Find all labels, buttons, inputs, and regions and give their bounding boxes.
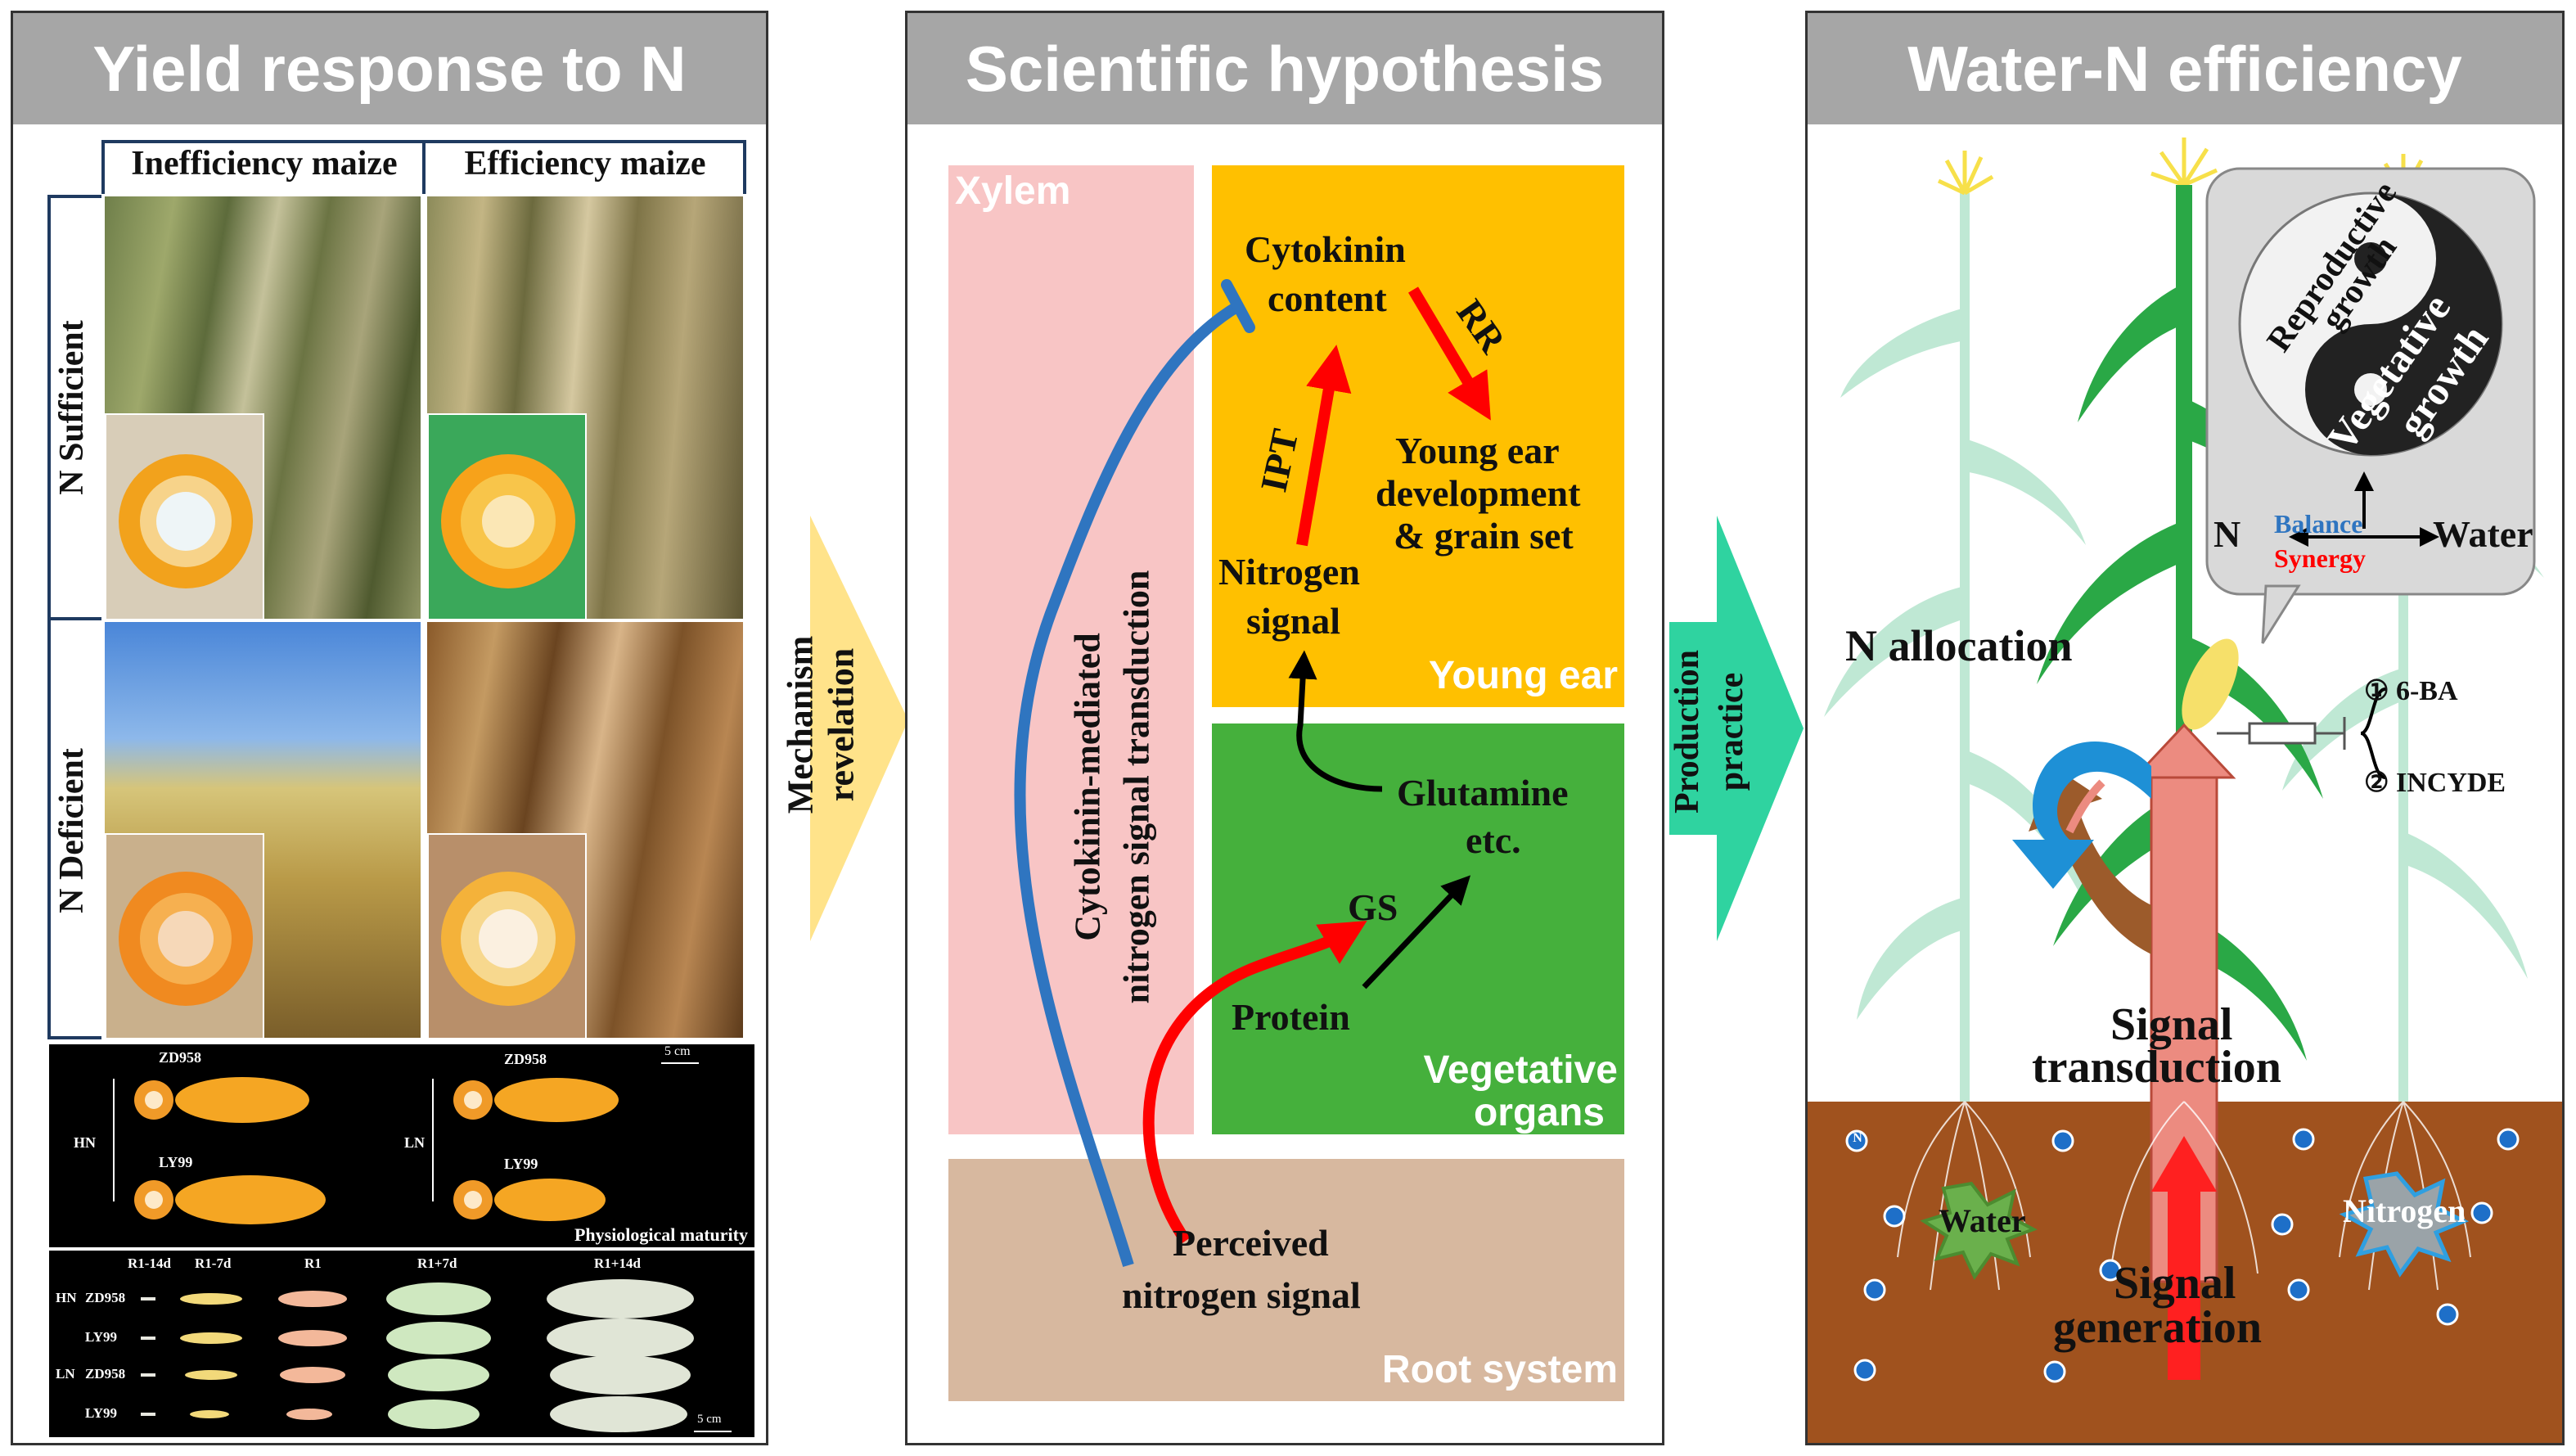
col-label-efficiency: Efficiency maize: [464, 145, 706, 183]
row-label-sufficient: N Sufficient: [53, 320, 91, 495]
nitrogen-signal-2: signal: [1246, 600, 1341, 642]
strip1-treatment-ln: LN: [404, 1134, 426, 1151]
n-label: N: [2213, 513, 2241, 555]
maize-plant-illustration: [1824, 137, 2544, 1383]
physiological-maturity-strip: ZD958 LY99 ZD958 LY99 HN LN 5 cm Physiol…: [49, 1044, 754, 1247]
production-arrow-shape: [1669, 516, 1804, 941]
developmental-stage-strip: R1-14d R1-7d R1 R1+7d R1+14d HN ZD958 LY…: [49, 1251, 754, 1437]
scientific-hypothesis-panel: Scientific hypothesis Xylem Young ear Ve…: [905, 11, 1664, 1445]
treatment-incyde: ② INCYDE: [2364, 768, 2506, 798]
ear-cross-section-3-graphic: [119, 872, 253, 1006]
ear-cross-section-4: [427, 833, 587, 1038]
n-token-icon: N: [1853, 1131, 1862, 1145]
row-bracket-deficient: [47, 620, 101, 1039]
balance-label: Balance: [2274, 509, 2363, 539]
ear-cross-section-4-graphic: [441, 872, 575, 1006]
stage-row-4-hybrid: LY99: [85, 1405, 118, 1421]
stage-label-2: R1-7d: [195, 1255, 232, 1271]
hypothesis-arrows: [1014, 279, 1491, 1268]
mechanism-revelation-arrow: [810, 516, 908, 941]
photo-inefficient-sufficient: [103, 195, 422, 620]
signal-transduction-2: transduction: [2032, 1042, 2281, 1093]
photo-efficient-sufficient: [426, 195, 745, 620]
strip2-scale-bar: 5 cm: [697, 1413, 722, 1426]
treatment-6ba: ① 6-BA: [2364, 676, 2458, 706]
ear-cross-section-2-graphic: [441, 454, 575, 588]
stage-ears-graphic: [141, 1279, 732, 1432]
strip1-hybrid-ln-top: ZD958: [504, 1051, 547, 1067]
photo-inefficient-deficient: [103, 620, 422, 1039]
stage-row-1-hybrid: ZD958: [85, 1290, 126, 1305]
nitrogen-soil-label: Nitrogen: [2343, 1192, 2466, 1229]
young-ear-dev-3: & grain set: [1394, 515, 1574, 557]
water-n-efficiency-title: Water-N efficiency: [1808, 13, 2562, 124]
mechanism-label-line2: revelation: [821, 647, 862, 802]
stage-label-3: R1: [304, 1255, 322, 1271]
ear-cross-section-1-graphic: [119, 454, 253, 588]
cytokinin-label-1: Cytokinin: [1245, 228, 1406, 270]
strip1-hybrid-hn-top: ZD958: [159, 1049, 202, 1066]
cytokinin-label-2: content: [1268, 277, 1387, 319]
row-bracket-sufficient: [47, 195, 101, 620]
root-system-label: Root system: [1381, 1348, 1618, 1391]
yield-response-title: Yield response to N: [13, 13, 766, 124]
mechanism-label-line1: Mechanism: [780, 635, 821, 814]
stage-label-4: R1+7d: [417, 1255, 457, 1271]
nitrogen-signal-1: Nitrogen: [1218, 551, 1360, 593]
xylem-region: [948, 165, 1194, 1134]
glutamine-label: Glutamine: [1397, 772, 1569, 814]
stage-row-1-treatment: HN: [56, 1290, 77, 1305]
vertical-label-2: nitrogen signal transduction: [1116, 570, 1157, 1004]
row-label-deficient: N Deficient: [53, 748, 91, 913]
water-label: Water: [2433, 513, 2533, 555]
young-ear-dev-1: Young ear: [1395, 430, 1560, 471]
perceived-label-2: nitrogen signal: [1122, 1274, 1361, 1316]
signal-generation-1: Signal: [2114, 1258, 2236, 1309]
n-allocation-label: N allocation: [1845, 621, 2073, 670]
synergy-label: Synergy: [2274, 543, 2366, 573]
column-divider: [422, 140, 426, 194]
xylem-label: Xylem: [955, 169, 1071, 213]
vegetative-label-line2: organs: [1473, 1091, 1605, 1134]
signal-generation-2: generation: [2053, 1302, 2263, 1353]
vertical-label-1: Cytokinin-mediated: [1067, 633, 1108, 941]
etc-label: etc.: [1466, 819, 1521, 861]
stage-row-3-treatment: LN: [56, 1366, 75, 1382]
mechanism-arrow-shape: [810, 516, 908, 941]
strip1-treatment-hn: HN: [74, 1134, 96, 1151]
strip1-hybrid-hn-bottom: LY99: [159, 1154, 193, 1170]
ear-cross-section-1: [105, 413, 264, 619]
young-ear-region: [1212, 165, 1624, 707]
protein-label: Protein: [1232, 996, 1350, 1038]
stage-row-2-hybrid: LY99: [85, 1329, 118, 1345]
scientific-hypothesis-title: Scientific hypothesis: [907, 13, 1662, 124]
root-system-region: [948, 1159, 1624, 1401]
col-label-inefficiency: Inefficiency maize: [131, 145, 398, 183]
stage-label-5: R1+14d: [594, 1255, 641, 1271]
signal-transduction-1: Signal: [2110, 999, 2233, 1050]
young-ear-dev-2: development: [1376, 472, 1581, 514]
water-soil-label: Water: [1939, 1202, 2026, 1239]
strip1-hybrid-ln-bottom: LY99: [504, 1156, 538, 1172]
yield-response-panel: Yield response to N Inefficiency maize E…: [11, 11, 768, 1445]
production-label-line1: Production: [1669, 650, 1706, 814]
production-practice-arrow: [1669, 516, 1804, 941]
ear-cross-section-2: [427, 413, 587, 619]
water-n-efficiency-panel: Water-N efficiency: [1805, 11, 2565, 1445]
vegetative-label-line1: Vegetative: [1423, 1048, 1618, 1092]
maturity-ears-graphic: [113, 1062, 699, 1224]
strip1-caption: Physiological maturity: [574, 1224, 748, 1245]
perceived-label-1: Perceived: [1173, 1222, 1329, 1264]
stage-row-3-hybrid: ZD958: [85, 1366, 126, 1382]
gs-label: GS: [1348, 886, 1398, 928]
photo-efficient-deficient: [426, 620, 745, 1039]
ear-cross-section-3: [105, 833, 264, 1038]
strip1-scale-bar: 5 cm: [664, 1044, 691, 1058]
production-label-line2: practice: [1713, 672, 1750, 791]
young-ear-label: Young ear: [1428, 654, 1618, 697]
stage-label-1: R1-14d: [128, 1255, 171, 1271]
